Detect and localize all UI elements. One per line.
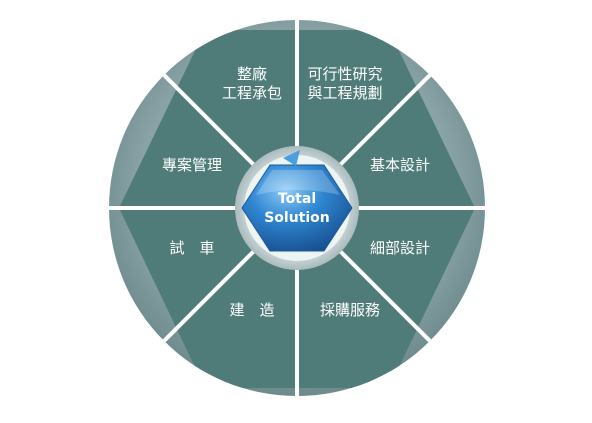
segment-label-test-run: 試 車 — [169, 239, 214, 257]
segment-label-project-management: 專案管理 — [162, 156, 222, 174]
segment-label-line: 與工程規劃 — [307, 84, 382, 102]
segment-label-line: 採購服務 — [320, 301, 380, 319]
segment-label-basic-design: 基本設計 — [370, 156, 430, 174]
hub-arrow-icon — [283, 150, 300, 166]
hub-label-line2: Solution — [264, 210, 330, 226]
divider-line — [336, 247, 440, 351]
dividers-layer — [109, 20, 485, 396]
segment-label-line: 專案管理 — [162, 156, 222, 174]
segment-label-line: 基本設計 — [370, 156, 430, 174]
hub-gloss — [256, 170, 340, 195]
divider-line — [336, 65, 440, 169]
segment-label-line: 細部設計 — [370, 239, 430, 257]
segment-label-line: 整廠 — [237, 65, 267, 83]
segment-label-line: 試 車 — [169, 239, 214, 257]
segment-label-construction: 建 造 — [229, 301, 274, 319]
segment-label-feasibility-planning: 可行性研究與工程規劃 — [307, 65, 382, 102]
segment-label-line: 可行性研究 — [307, 65, 382, 83]
segment-label-procurement: 採購服務 — [320, 301, 380, 319]
divider-line — [154, 247, 258, 351]
segment-label-detail-design: 細部設計 — [370, 239, 430, 257]
hub-shape — [241, 164, 353, 252]
segment-label-line: 建 造 — [229, 301, 274, 319]
segment-label-plant-contracting: 整廠工程承包 — [222, 65, 282, 102]
hub-label-line1: Total — [278, 191, 316, 207]
hub: Total Solution — [235, 146, 359, 270]
segment-label-line: 工程承包 — [222, 84, 282, 102]
divider-line — [154, 65, 258, 169]
